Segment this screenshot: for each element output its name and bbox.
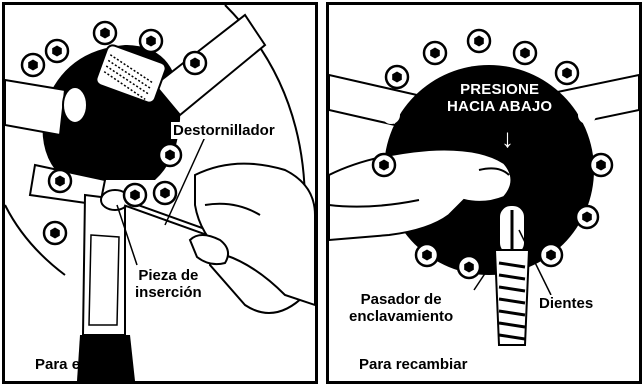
down-arrow-icon: ↓ <box>501 123 514 153</box>
hex-bolt-icon <box>384 64 410 90</box>
hex-bolt-icon <box>44 38 70 64</box>
hex-bolt-icon <box>414 242 440 268</box>
removal-illustration <box>5 5 315 381</box>
label-destornillador: Destornillador <box>171 122 277 139</box>
hex-bolt-icon <box>152 180 178 206</box>
instruction-presione-hacia-abajo: PRESIONE HACIA ABAJO <box>447 81 552 115</box>
hex-bolt-icon <box>47 168 73 194</box>
hex-bolt-icon <box>122 182 148 208</box>
label-pasador-line1: Pasador de <box>360 291 442 308</box>
hex-bolt-icon <box>554 60 580 86</box>
hex-bolt-icon <box>92 20 118 46</box>
hex-bolt-icon <box>456 254 482 280</box>
hex-bolt-icon <box>588 152 614 178</box>
label-dientes: Dientes <box>537 295 596 312</box>
hex-bolt-icon <box>42 220 68 246</box>
label-pieza-de-insercion: Pieza de inserción <box>133 267 204 301</box>
label-pasador-line2: enclavamiento <box>349 308 454 325</box>
hex-bolt-icon <box>182 50 208 76</box>
instruction-line1: PRESIONE <box>460 81 540 98</box>
hex-bolt-icon <box>371 152 397 178</box>
hex-bolt-icon <box>466 28 492 54</box>
removal-panel: Destornillador Pieza de inserción Para e… <box>2 2 318 384</box>
hex-bolt-icon <box>138 28 164 54</box>
label-pieza-line1: Pieza de <box>138 267 199 284</box>
hex-bolt-icon <box>422 40 448 66</box>
instruction-line2: HACIA ABAJO <box>447 98 553 115</box>
caption-para-extraer: Para extraer <box>35 356 122 373</box>
hex-bolt-icon <box>512 40 538 66</box>
caption-para-recambiar: Para recambiar <box>359 356 468 373</box>
label-pasador-de-enclavamiento: Pasador de enclavamiento <box>347 291 456 325</box>
hex-bolt-icon <box>157 142 183 168</box>
replacement-illustration <box>329 28 639 346</box>
label-pieza-line2: inserción <box>135 284 202 301</box>
hex-bolt-icon <box>538 242 564 268</box>
hex-bolt-icon <box>574 204 600 230</box>
hex-bolt-icon <box>20 52 46 78</box>
replacement-panel: PRESIONE HACIA ABAJO ↓ Pasador de enclav… <box>326 2 642 384</box>
